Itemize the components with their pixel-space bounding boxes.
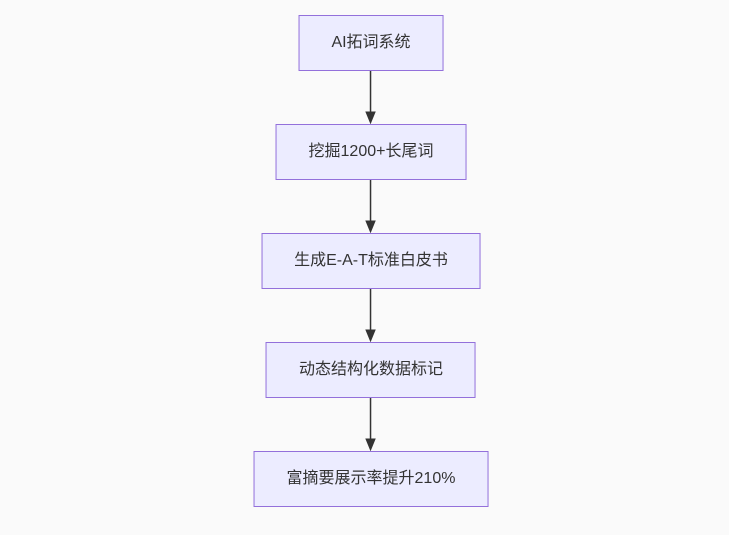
flowchart-node-structured-data: 动态结构化数据标记 (265, 342, 476, 398)
arrow-down-icon (365, 71, 377, 124)
flowchart: AI拓词系统 挖掘1200+长尾词 生成E-A-T标准白皮书 动态结构化数据标记… (253, 15, 489, 507)
arrow-down-icon (365, 180, 377, 233)
arrow-down-icon (365, 289, 377, 342)
node-label: 富摘要展示率提升210% (286, 470, 456, 487)
node-label: 动态结构化数据标记 (298, 361, 443, 378)
flowchart-node-rich-snippet-rate: 富摘要展示率提升210% (253, 451, 489, 507)
flowchart-node-eat-whitepaper: 生成E-A-T标准白皮书 (261, 233, 481, 289)
node-label: AI拓词系统 (331, 34, 411, 51)
arrow-down-icon (365, 398, 377, 451)
node-label: 生成E-A-T标准白皮书 (294, 252, 448, 269)
flowchart-node-ai-system: AI拓词系统 (298, 15, 444, 71)
flowchart-node-longtail-keywords: 挖掘1200+长尾词 (275, 124, 467, 180)
node-label: 挖掘1200+长尾词 (308, 143, 434, 160)
